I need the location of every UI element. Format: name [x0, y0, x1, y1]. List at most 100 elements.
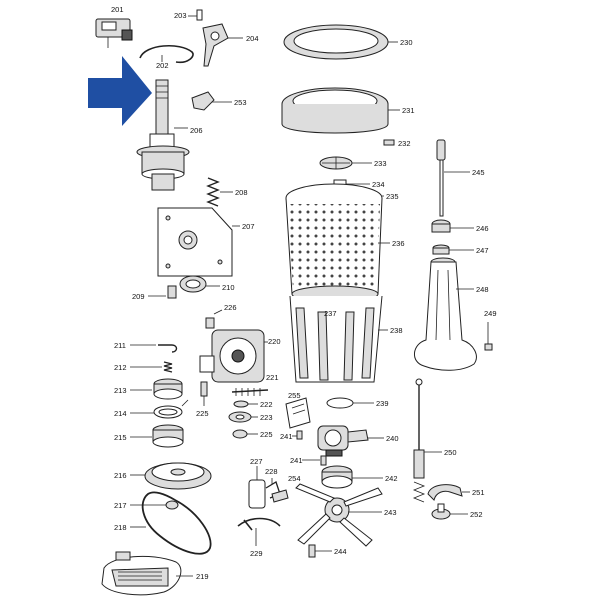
part-206-shaft	[136, 79, 190, 191]
part-label-209: 209	[132, 292, 145, 301]
part-label-250: 250	[444, 448, 457, 457]
part-242-bearing-housing	[321, 465, 383, 489]
part-label-249: 249	[484, 309, 497, 318]
part-251-bracket	[427, 484, 470, 501]
part-label-222: 222	[260, 400, 273, 409]
part-label-233: 233	[374, 159, 387, 168]
blue-arrow-indicator	[88, 56, 152, 126]
part-label-254: 254	[288, 474, 301, 483]
part-label-207: 207	[242, 222, 255, 231]
part-label-239: 239	[376, 399, 389, 408]
part-254-bracket	[271, 489, 289, 503]
part-label-246: 246	[476, 224, 489, 233]
part-236-drum	[285, 183, 390, 303]
part-label-241a: 241	[280, 432, 293, 441]
part-label-248: 248	[476, 285, 489, 294]
part-label-211: 211	[114, 341, 126, 350]
part-label-216: 216	[114, 471, 127, 480]
part-231-balance-ring	[281, 87, 400, 134]
part-label-212: 212	[114, 363, 127, 372]
part-label-252: 252	[470, 510, 483, 519]
part-218-belt	[130, 491, 212, 555]
part-201-switch	[95, 18, 133, 48]
part-label-221: 221	[266, 373, 279, 382]
part-241-screw-b	[302, 455, 327, 466]
part-212-spring	[130, 361, 173, 373]
part-label-229: 229	[250, 549, 263, 558]
part-207-mounting-plate	[157, 207, 240, 277]
part-216-pulley	[130, 462, 212, 490]
part-label-255: 255	[288, 391, 301, 400]
part-label-237: 237	[324, 309, 337, 318]
part-label-201: 201	[111, 5, 124, 14]
part-label-234: 234	[372, 180, 385, 189]
part-label-225a: 225	[196, 409, 209, 418]
part-233-pulsator	[319, 156, 372, 170]
part-225-screw-a	[200, 381, 208, 406]
part-226-screw	[205, 309, 223, 329]
part-229-band	[237, 517, 281, 546]
part-202-clip-ring	[139, 44, 194, 64]
part-217-nut	[130, 500, 179, 510]
part-label-232: 232	[398, 139, 411, 148]
part-249-screw	[484, 322, 493, 351]
part-label-223: 223	[260, 413, 273, 422]
part-label-240: 240	[386, 434, 399, 443]
part-240-drain-pump	[317, 425, 384, 457]
part-label-218: 218	[114, 523, 127, 532]
part-248-suspension-base	[414, 257, 477, 371]
part-label-204: 204	[246, 34, 259, 43]
part-246-bushing	[431, 219, 474, 233]
part-label-217: 217	[114, 501, 127, 510]
part-247-cap	[432, 244, 474, 255]
part-250-damper-rod	[412, 378, 442, 503]
part-232-screw	[383, 139, 395, 146]
part-252-knob	[431, 503, 468, 520]
part-203-pin	[188, 9, 203, 21]
part-label-203: 203	[174, 11, 187, 20]
part-221-cable	[231, 388, 269, 396]
part-label-253: 253	[234, 98, 247, 107]
part-label-220: 220	[268, 337, 281, 346]
part-204-lever	[202, 23, 243, 67]
part-label-214: 214	[114, 409, 127, 418]
part-213-cam	[130, 378, 183, 400]
part-label-226: 226	[224, 303, 237, 312]
part-label-228: 228	[265, 467, 278, 476]
part-244-bolt	[308, 544, 332, 558]
part-220-motor	[199, 329, 268, 383]
part-219-motor-cover	[101, 551, 193, 596]
part-label-238: 238	[390, 326, 403, 335]
part-label-215: 215	[114, 433, 127, 442]
part-label-227: 227	[250, 457, 263, 466]
part-label-210: 210	[222, 283, 235, 292]
part-238-tub	[289, 295, 388, 383]
part-209-bolt	[148, 285, 177, 299]
part-label-243: 243	[384, 508, 397, 517]
part-214-ring	[130, 399, 189, 419]
part-255-bracket	[285, 397, 311, 429]
part-label-206: 206	[190, 126, 203, 135]
part-239-seal	[326, 397, 374, 409]
part-label-213: 213	[114, 386, 127, 395]
part-label-247: 247	[476, 246, 489, 255]
part-label-219: 219	[196, 572, 209, 581]
part-225-screw-b	[232, 429, 258, 439]
part-215-clutch	[130, 424, 184, 448]
part-label-230: 230	[400, 38, 413, 47]
part-label-231: 231	[402, 106, 415, 115]
part-label-236: 236	[392, 239, 405, 248]
part-number-labels: 201 202 203 204 206 207 208 209 210 211 212 213 214 2…	[111, 5, 497, 581]
part-222-washer	[233, 400, 258, 408]
part-211-clip	[130, 344, 178, 353]
part-label-202: 202	[156, 61, 169, 70]
part-223-bearing	[228, 411, 258, 423]
part-label-251: 251	[472, 488, 485, 497]
part-label-208: 208	[235, 188, 248, 197]
part-label-241b: 241	[290, 456, 303, 465]
part-label-242: 242	[385, 474, 398, 483]
part-227-capacitor	[248, 466, 266, 509]
part-245-suspension-rod	[436, 139, 470, 217]
part-label-244: 244	[334, 547, 347, 556]
